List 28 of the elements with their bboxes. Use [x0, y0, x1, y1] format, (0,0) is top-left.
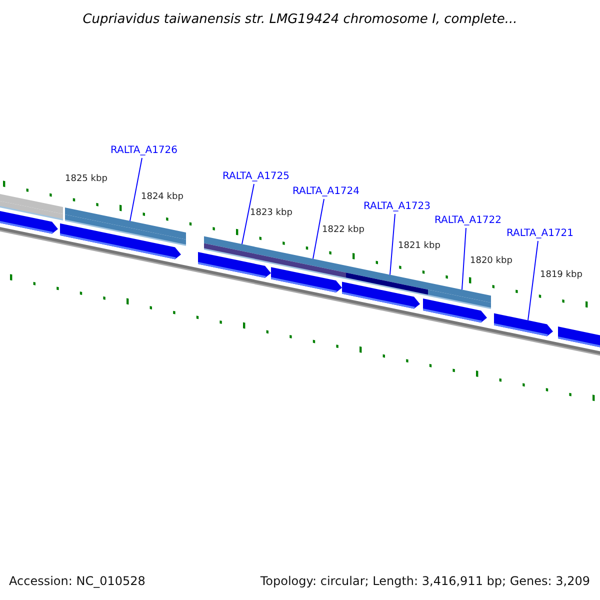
gene-label: RALTA_A1724: [292, 187, 360, 197]
gene-feature: [271, 250, 346, 293]
gene-feature: [342, 266, 428, 309]
accession-text: Accession: NC_010528: [9, 575, 146, 587]
gene-feature: [198, 236, 274, 278]
position-label: 1823 kbp: [250, 209, 292, 218]
leader-line: [130, 158, 142, 222]
gene-feature: [494, 313, 553, 336]
diagram-title: Cupriavidus taiwanensis str. LMG19424 chromosome I, complete...: [82, 13, 518, 26]
leader-line: [312, 198, 324, 260]
gene-label: RALTA_A1721: [506, 229, 574, 239]
gene-label: RALTA_A1723: [363, 202, 431, 212]
gene-feature: [558, 326, 600, 348]
position-label: 1819 kbp: [540, 271, 582, 280]
gene-label: RALTA_A1726: [110, 146, 178, 156]
position-label: 1820 kbp: [470, 257, 512, 266]
genome-info-text: Topology: circular; Length: 3,416,911 bp; Genes: 3,209: [260, 575, 590, 587]
leader-line: [242, 184, 254, 245]
position-label: 1825 kbp: [65, 175, 108, 184]
gene-label: RALTA_A1725: [222, 172, 290, 182]
gene-feature: [60, 207, 186, 260]
leader-line: [528, 240, 538, 321]
gene-feature: [423, 282, 491, 323]
position-label: 1824 kbp: [141, 193, 184, 202]
position-label: 1822 kbp: [322, 226, 364, 235]
position-label: 1821 kbp: [398, 242, 440, 251]
gene-label: RALTA_A1722: [434, 216, 502, 226]
gene-feature: [0, 192, 63, 234]
